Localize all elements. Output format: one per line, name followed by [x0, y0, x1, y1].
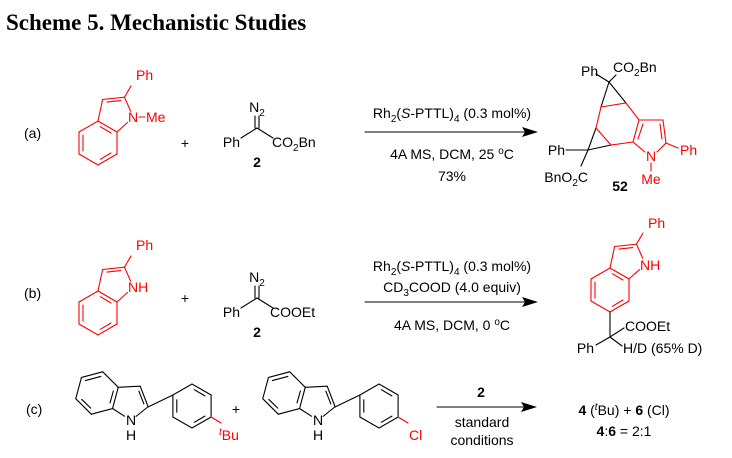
n-label: N [313, 412, 323, 428]
substituent-bond [123, 255, 132, 268]
top-ester-label: CO2Bn [613, 59, 657, 79]
reagent-bonds [240, 115, 274, 139]
solvent-condition: 4A MS, DCM, 0 oC [394, 317, 510, 333]
para-bond [397, 416, 409, 424]
reagent-phenyl-label: Ph [223, 304, 240, 320]
top-phenyl-label: Ph [581, 63, 598, 79]
c2-phenyl-label: Ph [136, 237, 153, 253]
reagent-phenyl-label: Ph [223, 134, 240, 150]
deuterium-label: H/D (65% D) [623, 340, 702, 356]
chloro-label: Cl [409, 427, 422, 443]
condition-line-1: standard [455, 414, 509, 430]
chloro-aryl-indole: N H Cl [257, 362, 422, 443]
2-phenylindole: Ph NH [78, 237, 153, 336]
n-label: N [128, 109, 138, 125]
diazo-reagent: N2 Ph CO2Bn 2 [223, 99, 316, 170]
aryl-label: Ph [577, 340, 594, 356]
tbu-aryl-indole: N H tBu [70, 362, 239, 443]
c2-phenyl-label: Ph [136, 67, 153, 83]
row-label: (a) [24, 125, 41, 141]
n-methyl-label: Me [146, 109, 166, 125]
reaction-arrow: 2 standard conditions [436, 384, 537, 448]
compound-number: 2 [253, 154, 261, 170]
reaction-arrow: Rh2(S-PTTL)4 (0.3 mol%) 4A MS, DCM, 25 o… [364, 105, 538, 184]
ester-label: COOEt [625, 318, 670, 334]
indole-ring [590, 243, 644, 313]
bottom-ester-label: BnO2C [544, 169, 588, 189]
condition-line-2: conditions [450, 432, 513, 448]
arrowhead-icon [521, 402, 537, 412]
plus-sign: + [181, 290, 189, 306]
reagent-bonds [240, 285, 274, 309]
product-n-methyl-label: Me [641, 171, 661, 187]
indole-ring [257, 362, 338, 431]
compound-number: 52 [612, 178, 628, 194]
product-n-label: N [646, 148, 656, 164]
product-ratio: 4:6 = 2:1 [597, 423, 652, 439]
c6-functionalized-indole-product: Ph NH COOEt Ph H/D (65% D) [577, 215, 702, 356]
indole-bonds [257, 362, 338, 431]
indole-bonds [70, 362, 151, 431]
catalyst-condition: Rh2(S-PTTL)4 (0.3 mol%) [373, 258, 531, 278]
diazo-n2-label: N2 [249, 269, 265, 289]
reaction-arrow: Rh2(S-PTTL)4 (0.3 mol%) CD3COOD (4.0 equ… [364, 258, 538, 333]
row-b: (b) Ph NH + N2 Ph COOEt 2 Rh2(S-PTTL)4 (… [24, 215, 702, 356]
pyrrole-core-bonds [595, 102, 679, 172]
substituent-bonds [123, 85, 146, 118]
diazo-n2-label: N2 [249, 99, 265, 119]
row-c: (c) N H tBu + N H Cl 2 standard [26, 362, 670, 448]
arrowhead-icon [522, 297, 538, 307]
arrowhead-icon [522, 127, 538, 137]
tbu-label: tBu [219, 427, 239, 443]
h-label: H [126, 427, 136, 443]
yield-label: 73% [438, 168, 466, 184]
cyclopropane-bonds [565, 73, 627, 167]
h-label: H [313, 427, 323, 443]
n-methyl-2-phenylindole: Ph N Me [78, 67, 166, 166]
aryl-ring-bonds [147, 383, 212, 429]
para-bond [210, 416, 222, 424]
indole-ring [78, 266, 132, 336]
plus-sign: + [232, 401, 240, 417]
row-a: (a) Ph N Me + N2 Ph CO2Bn 2 Rh2(S-PTTL)4… [24, 59, 697, 194]
aryl-ring-bonds [334, 383, 399, 429]
n-label: N [126, 412, 136, 428]
reagent-number: 2 [477, 384, 485, 400]
indole-ring [70, 362, 151, 431]
side-chain-bonds [595, 311, 625, 347]
plus-sign: + [181, 135, 189, 151]
row-label: (c) [26, 401, 42, 417]
product-outcome: 4 (tBu) + 6 (Cl) [578, 402, 669, 418]
indole-bonds [590, 232, 644, 313]
nh-label: NH [640, 257, 660, 273]
bottom-phenyl-label: Ph [548, 142, 565, 158]
substituent-bond [635, 232, 644, 245]
reagent-ester-label: COOEt [270, 304, 315, 320]
product-52: Ph CO2Bn Ph BnO2C Ph N Me 52 [544, 59, 697, 194]
indole-ring [78, 96, 132, 166]
scheme-title: Scheme 5. Mechanistic Studies [6, 10, 306, 35]
catalyst-condition: Rh2(S-PTTL)4 (0.3 mol%) [373, 105, 531, 125]
indole-bonds [78, 85, 146, 166]
product-phenyl-label: Ph [680, 142, 697, 158]
row-label: (b) [24, 285, 41, 301]
c2-phenyl-label: Ph [648, 215, 665, 231]
reagent-ester-label: CO2Bn [272, 134, 316, 154]
solvent-condition: 4A MS, DCM, 25 oC [390, 146, 514, 162]
nh-label: NH [128, 279, 148, 295]
diazo-reagent: N2 Ph COOEt 2 [223, 269, 315, 340]
additive-condition: CD3COOD (4.0 equiv) [383, 279, 521, 299]
indole-bonds [78, 255, 132, 336]
compound-number: 2 [253, 324, 261, 340]
